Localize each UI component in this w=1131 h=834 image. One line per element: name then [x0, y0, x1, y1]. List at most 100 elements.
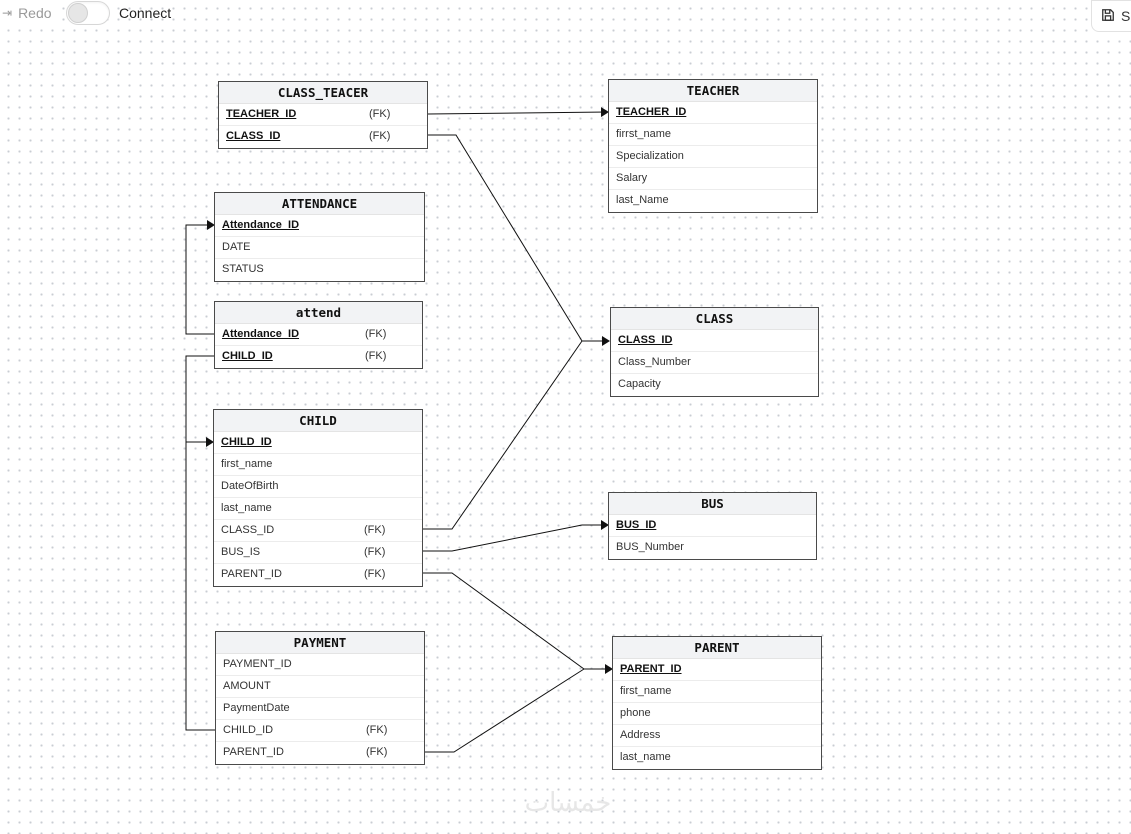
- entity-title: CLASS_TEACER: [219, 82, 427, 104]
- fk-marker: (FK): [369, 130, 391, 142]
- attribute-name: firrst_name: [616, 128, 672, 140]
- entity-title: attend: [215, 302, 422, 324]
- attribute-name: AMOUNT: [223, 680, 271, 692]
- attribute-row[interactable]: PARENT_ID(FK): [214, 564, 422, 586]
- save-icon: [1101, 8, 1115, 25]
- attribute-row[interactable]: phone: [613, 703, 821, 725]
- attribute-name: PARENT_ID: [620, 663, 682, 675]
- attribute-row[interactable]: CHILD_ID: [214, 432, 422, 454]
- attribute-row[interactable]: firrst_name: [609, 124, 817, 146]
- attribute-row[interactable]: first_name: [214, 454, 422, 476]
- attribute-row[interactable]: BUS_Number: [609, 537, 816, 559]
- attribute-name: DATE: [222, 241, 251, 253]
- attribute-row[interactable]: Attendance_ID: [215, 215, 424, 237]
- toggle-knob: [68, 3, 88, 23]
- attribute-name: BUS_Number: [616, 541, 684, 553]
- redo-button[interactable]: ⇥ Redo: [0, 0, 58, 26]
- attribute-name: first_name: [620, 685, 672, 697]
- fk-marker: (FK): [365, 350, 387, 362]
- entity-title: BUS: [609, 493, 816, 515]
- attribute-name: Capacity: [618, 378, 661, 390]
- fk-marker: (FK): [369, 108, 391, 120]
- attribute-row[interactable]: last_Name: [609, 190, 817, 212]
- attribute-name: phone: [620, 707, 651, 719]
- fk-marker: (FK): [365, 328, 387, 340]
- attribute-name: CLASS_ID: [618, 334, 673, 346]
- entity-title: CLASS: [611, 308, 818, 330]
- attribute-name: STATUS: [222, 263, 264, 275]
- attribute-row[interactable]: PARENT_ID: [613, 659, 821, 681]
- watermark-logo: خمسات: [524, 788, 612, 818]
- entity-title: PAYMENT: [216, 632, 424, 654]
- attribute-row[interactable]: CHILD_ID (FK): [215, 346, 422, 368]
- save-button[interactable]: S: [1091, 0, 1131, 32]
- attribute-name: CHILD_ID: [222, 350, 273, 362]
- attribute-name: last_name: [221, 502, 272, 514]
- redo-label: Redo: [18, 5, 52, 21]
- attribute-name: first_name: [221, 458, 273, 470]
- attribute-row[interactable]: first_name: [613, 681, 821, 703]
- attribute-row[interactable]: PaymentDate: [216, 698, 424, 720]
- attribute-name: CLASS_ID: [226, 130, 281, 142]
- line-attend-to-child: [185, 355, 214, 447]
- attribute-row[interactable]: TEACHER_ID: [609, 102, 817, 124]
- attribute-row[interactable]: Capacity: [611, 374, 818, 396]
- fk-marker: (FK): [366, 724, 388, 736]
- attribute-name: CLASS_ID: [221, 524, 275, 536]
- connect-toggle[interactable]: [66, 1, 110, 25]
- line-attend-to-attendance: [185, 220, 215, 335]
- attribute-row[interactable]: STATUS: [215, 259, 424, 281]
- entity-bus[interactable]: BUS BUS_ID BUS_Number: [608, 492, 817, 560]
- attribute-name: TEACHER_ID: [226, 108, 297, 120]
- attribute-row[interactable]: BUS_ID: [609, 515, 816, 537]
- attribute-row[interactable]: DateOfBirth: [214, 476, 422, 498]
- attribute-name: Specialization: [616, 150, 684, 162]
- attribute-row[interactable]: CLASS_ID: [611, 330, 818, 352]
- attribute-row[interactable]: DATE: [215, 237, 424, 259]
- fk-marker: (FK): [364, 546, 386, 558]
- attribute-name: Attendance_ID: [222, 328, 300, 340]
- attribute-row[interactable]: AMOUNT: [216, 676, 424, 698]
- attribute-row[interactable]: CHILD_ID (FK): [216, 720, 424, 742]
- attribute-row[interactable]: Attendance_ID (FK): [215, 324, 422, 346]
- attribute-row[interactable]: Salary: [609, 168, 817, 190]
- attribute-name: Class_Number: [618, 356, 691, 368]
- attribute-name: Attendance_ID: [222, 219, 300, 231]
- fk-marker: (FK): [366, 746, 388, 758]
- attribute-row[interactable]: Class_Number: [611, 352, 818, 374]
- attribute-row[interactable]: CLASS_ID(FK): [214, 520, 422, 542]
- attribute-name: Address: [620, 729, 661, 741]
- entity-title: TEACHER: [609, 80, 817, 102]
- attribute-name: PARENT_ID: [221, 568, 282, 580]
- attribute-name: BUS_ID: [616, 519, 657, 531]
- attribute-name: Salary: [616, 172, 648, 184]
- line-class-teacer-to-class: [428, 134, 610, 346]
- attribute-row[interactable]: CLASS_ID (FK): [219, 126, 427, 148]
- attribute-row[interactable]: BUS_IS(FK): [214, 542, 422, 564]
- attribute-row[interactable]: last_name: [613, 747, 821, 769]
- entity-title: PARENT: [613, 637, 821, 659]
- line-class-teacer-to-teacher: [427, 107, 609, 118]
- line-payment-to-parent: [425, 668, 585, 753]
- attribute-row[interactable]: last_name: [214, 498, 422, 520]
- attribute-name: CHILD_ID: [223, 724, 274, 736]
- entity-class-teacer[interactable]: CLASS_TEACER TEACHER_ID (FK) CLASS_ID (FK): [218, 81, 428, 149]
- attribute-row[interactable]: TEACHER_ID (FK): [219, 104, 427, 126]
- attribute-row[interactable]: PAYMENT_ID: [216, 654, 424, 676]
- attribute-row[interactable]: Address: [613, 725, 821, 747]
- save-label: S: [1121, 8, 1131, 24]
- line-payment-to-child: [185, 442, 216, 731]
- attribute-row[interactable]: PARENT_ID (FK): [216, 742, 424, 764]
- line-child-to-bus: [423, 520, 609, 552]
- attribute-name: PARENT_ID: [223, 746, 284, 758]
- attribute-row[interactable]: Specialization: [609, 146, 817, 168]
- attribute-name: PaymentDate: [223, 702, 290, 714]
